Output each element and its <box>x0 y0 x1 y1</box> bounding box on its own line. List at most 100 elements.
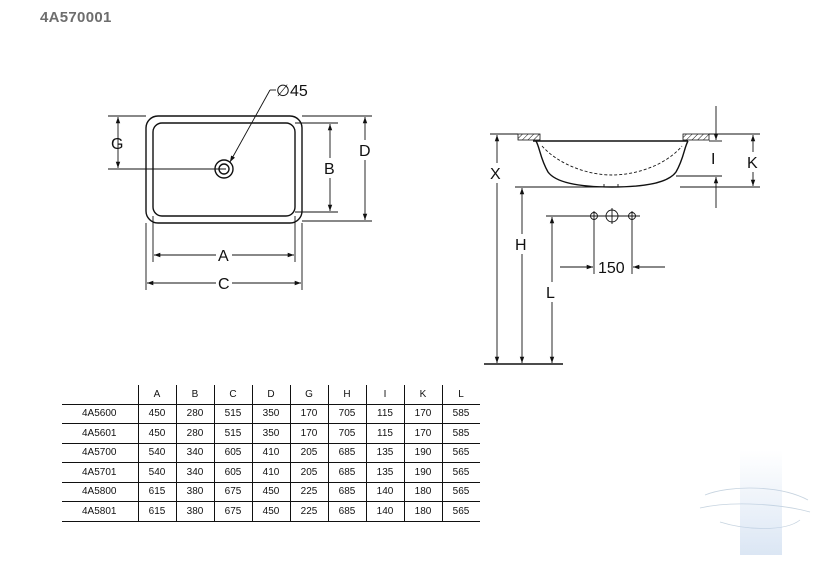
table-header-cell: K <box>403 385 442 405</box>
table-cell: 180 <box>403 501 442 522</box>
table-cell: 180 <box>403 482 442 502</box>
table-cell: 340 <box>175 462 214 483</box>
table-cell: 615 <box>137 482 176 502</box>
dim-x-label: X <box>490 166 501 183</box>
basin-outer-outline <box>145 115 303 224</box>
table-header-cell: C <box>213 385 252 405</box>
table-cell: 605 <box>213 443 252 463</box>
table-header-cell: A <box>137 385 176 405</box>
dim-150-label: 150 <box>598 260 625 277</box>
table-cell: 280 <box>175 404 214 424</box>
table-cell: 140 <box>365 482 404 502</box>
table-row: 4A5701 540 340 605 410 205 685 135 190 5… <box>62 462 480 483</box>
countertop-right <box>682 133 710 141</box>
table-cell: 515 <box>213 423 252 444</box>
table-cell: 380 <box>175 482 214 502</box>
table-cell: 450 <box>251 482 290 502</box>
table-cell: 675 <box>213 501 252 522</box>
table-header-cell: B <box>175 385 214 405</box>
side-view: X H L 150 I K <box>484 106 761 365</box>
dim-b-label: B <box>324 161 335 178</box>
table-cell: 565 <box>441 482 480 502</box>
table-cell: 225 <box>289 482 328 502</box>
table-row: 4A5801 615 380 675 450 225 685 140 180 5… <box>62 501 480 522</box>
table-cell: 135 <box>365 443 404 463</box>
table-row: 4A5600 450 280 515 350 170 705 115 170 5… <box>62 404 480 424</box>
dim-a-label: A <box>218 248 229 265</box>
table-header-cell: G <box>289 385 328 405</box>
table-cell: 115 <box>365 404 404 424</box>
table-cell: 565 <box>441 462 480 483</box>
table-cell: 705 <box>327 404 366 424</box>
table-cell: 170 <box>403 404 442 424</box>
dim-d-label: D <box>359 143 371 160</box>
table-header-cell: H <box>327 385 366 405</box>
table-row: 4A5601 450 280 515 350 170 705 115 170 5… <box>62 423 480 444</box>
basin-inner-dashed <box>541 145 683 176</box>
dim-k-label: K <box>747 155 758 172</box>
model-cell: 4A5701 <box>62 462 138 483</box>
basin-side-profile <box>535 140 689 188</box>
model-cell: 4A5601 <box>62 423 138 444</box>
table-cell: 685 <box>327 462 366 483</box>
countertop-left <box>517 133 541 141</box>
top-view: ∅45 G B D A C <box>108 83 373 293</box>
table-cell: 340 <box>175 443 214 463</box>
table-cell: 380 <box>175 501 214 522</box>
table-cell: 685 <box>327 443 366 463</box>
table-cell: 685 <box>327 501 366 522</box>
table-cell: 540 <box>137 462 176 483</box>
drain-leader <box>229 89 271 163</box>
table-header-cell: L <box>441 385 480 405</box>
table-cell: 675 <box>213 482 252 502</box>
table-cell: 135 <box>365 462 404 483</box>
basin-inner-outline <box>152 122 296 217</box>
table-cell: 115 <box>365 423 404 444</box>
table-cell: 615 <box>137 501 176 522</box>
table-cell: 280 <box>175 423 214 444</box>
table-cell: 190 <box>403 443 442 463</box>
model-cell: 4A5700 <box>62 443 138 463</box>
table-cell: 705 <box>327 423 366 444</box>
table-cell: 170 <box>289 404 328 424</box>
table-cell: 410 <box>251 462 290 483</box>
model-cell: 4A5600 <box>62 404 138 424</box>
table-cell: 605 <box>213 462 252 483</box>
table-cell: 450 <box>251 501 290 522</box>
table-cell: 225 <box>289 501 328 522</box>
table-header-cell <box>62 385 138 405</box>
table-cell: 350 <box>251 423 290 444</box>
dim-i-label: I <box>711 151 715 168</box>
table-cell: 585 <box>441 404 480 424</box>
table-row: 4A5800 615 380 675 450 225 685 140 180 5… <box>62 482 480 502</box>
drain-diameter-label: ∅45 <box>276 83 308 100</box>
table-cell: 350 <box>251 404 290 424</box>
dim-c-label: C <box>218 276 230 293</box>
table-cell: 205 <box>289 443 328 463</box>
table-cell: 450 <box>137 423 176 444</box>
table-cell: 170 <box>403 423 442 444</box>
dim-g-label: G <box>111 136 123 153</box>
table-header-cell: I <box>365 385 404 405</box>
table-cell: 540 <box>137 443 176 463</box>
model-cell: 4A5801 <box>62 501 138 522</box>
table-cell: 205 <box>289 462 328 483</box>
table-cell: 685 <box>327 482 366 502</box>
dimensions-table: A B C D G H I K L 4A5600 450 280 515 350… <box>62 385 480 522</box>
table-cell: 450 <box>137 404 176 424</box>
table-cell: 410 <box>251 443 290 463</box>
table-cell: 565 <box>441 501 480 522</box>
table-cell: 140 <box>365 501 404 522</box>
table-cell: 190 <box>403 462 442 483</box>
dim-h-label: H <box>515 237 527 254</box>
table-cell: 170 <box>289 423 328 444</box>
table-header-row: A B C D G H I K L <box>62 385 480 405</box>
table-cell: 515 <box>213 404 252 424</box>
table-header-cell: D <box>251 385 290 405</box>
table-cell: 565 <box>441 443 480 463</box>
table-row: 4A5700 540 340 605 410 205 685 135 190 5… <box>62 443 480 463</box>
watermark-gradient <box>740 450 782 555</box>
model-cell: 4A5800 <box>62 482 138 502</box>
table-cell: 585 <box>441 423 480 444</box>
